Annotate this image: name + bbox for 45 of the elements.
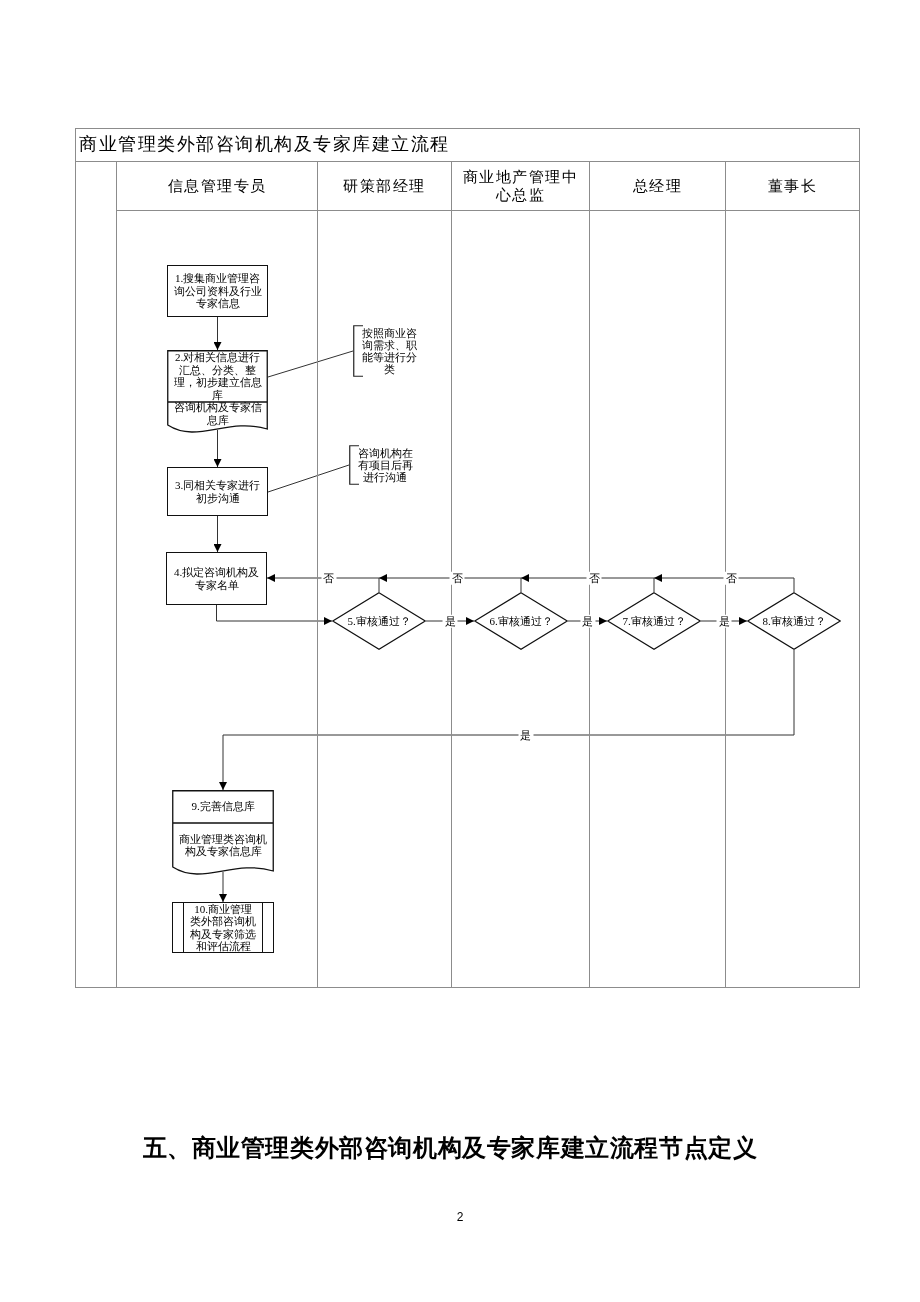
edge-label: 否 <box>586 571 602 585</box>
table-title: 商业管理类外部咨询机构及专家库建立流程 <box>79 133 450 156</box>
edge-label: 否 <box>723 571 739 585</box>
process-box: 4.拟定咨询机构及专家名单 <box>166 552 267 605</box>
page-number: 2 <box>456 1210 464 1224</box>
process-box: 1.搜集商业管理咨询公司资料及行业专家信息 <box>167 265 268 317</box>
decision-diamond: 7.审核通过？ <box>607 592 701 650</box>
section-heading: 五、商业管理类外部咨询机构及专家库建立流程节点定义 <box>142 1134 758 1163</box>
lane-header: 研策部经理 <box>317 161 452 211</box>
lane-header: 总经理 <box>589 161 726 211</box>
arrow <box>213 316 222 351</box>
leader-line <box>267 464 350 493</box>
decision-diamond: 5.审核通过？ <box>332 592 426 650</box>
process-text: 2.对相关信息进行汇总、分类、整理，初步建立信息库 <box>172 350 263 402</box>
arrow <box>213 429 222 468</box>
process-document-box <box>172 790 274 876</box>
bracket-note: 按照商业咨询需求、职能等进行分类 <box>353 325 420 377</box>
document-text: 咨询机构及专家信息库 <box>172 402 263 425</box>
arrow <box>213 515 222 553</box>
leader-line <box>267 350 354 378</box>
edge-label: 是 <box>518 728 534 742</box>
decision-diamond: 6.审核通过？ <box>474 592 568 650</box>
lane-header: 信息管理专员 <box>116 161 318 211</box>
arrow <box>378 574 522 593</box>
arrow <box>653 574 795 593</box>
decision-diamond: 8.审核通过？ <box>747 592 841 650</box>
edge-label: 否 <box>449 571 465 585</box>
lane-header: 商业地产管理中心总监 <box>451 161 590 211</box>
arrow <box>219 649 795 791</box>
edge-label: 否 <box>321 571 337 585</box>
process-text: 9.完善信息库 <box>190 799 256 815</box>
arrow <box>266 574 380 593</box>
edge-label: 是 <box>442 614 458 628</box>
edge-label: 是 <box>716 614 732 628</box>
edge-label: 是 <box>580 614 595 628</box>
arrow <box>520 574 655 593</box>
process-document-box <box>167 350 268 434</box>
arrow <box>219 871 227 903</box>
bracket-note: 咨询机构在有项目后再进行沟通 <box>349 445 416 485</box>
swimlane <box>116 161 318 988</box>
document-text: 商业管理类咨询机构及专家信息库 <box>178 831 268 859</box>
arrow <box>216 604 333 625</box>
predefined-process-box: 10.商业管理类外部咨询机构及专家筛选和评估流程 <box>172 902 274 953</box>
process-box: 3.同相关专家进行初步沟通 <box>167 467 268 516</box>
lane-header: 董事长 <box>725 161 860 211</box>
